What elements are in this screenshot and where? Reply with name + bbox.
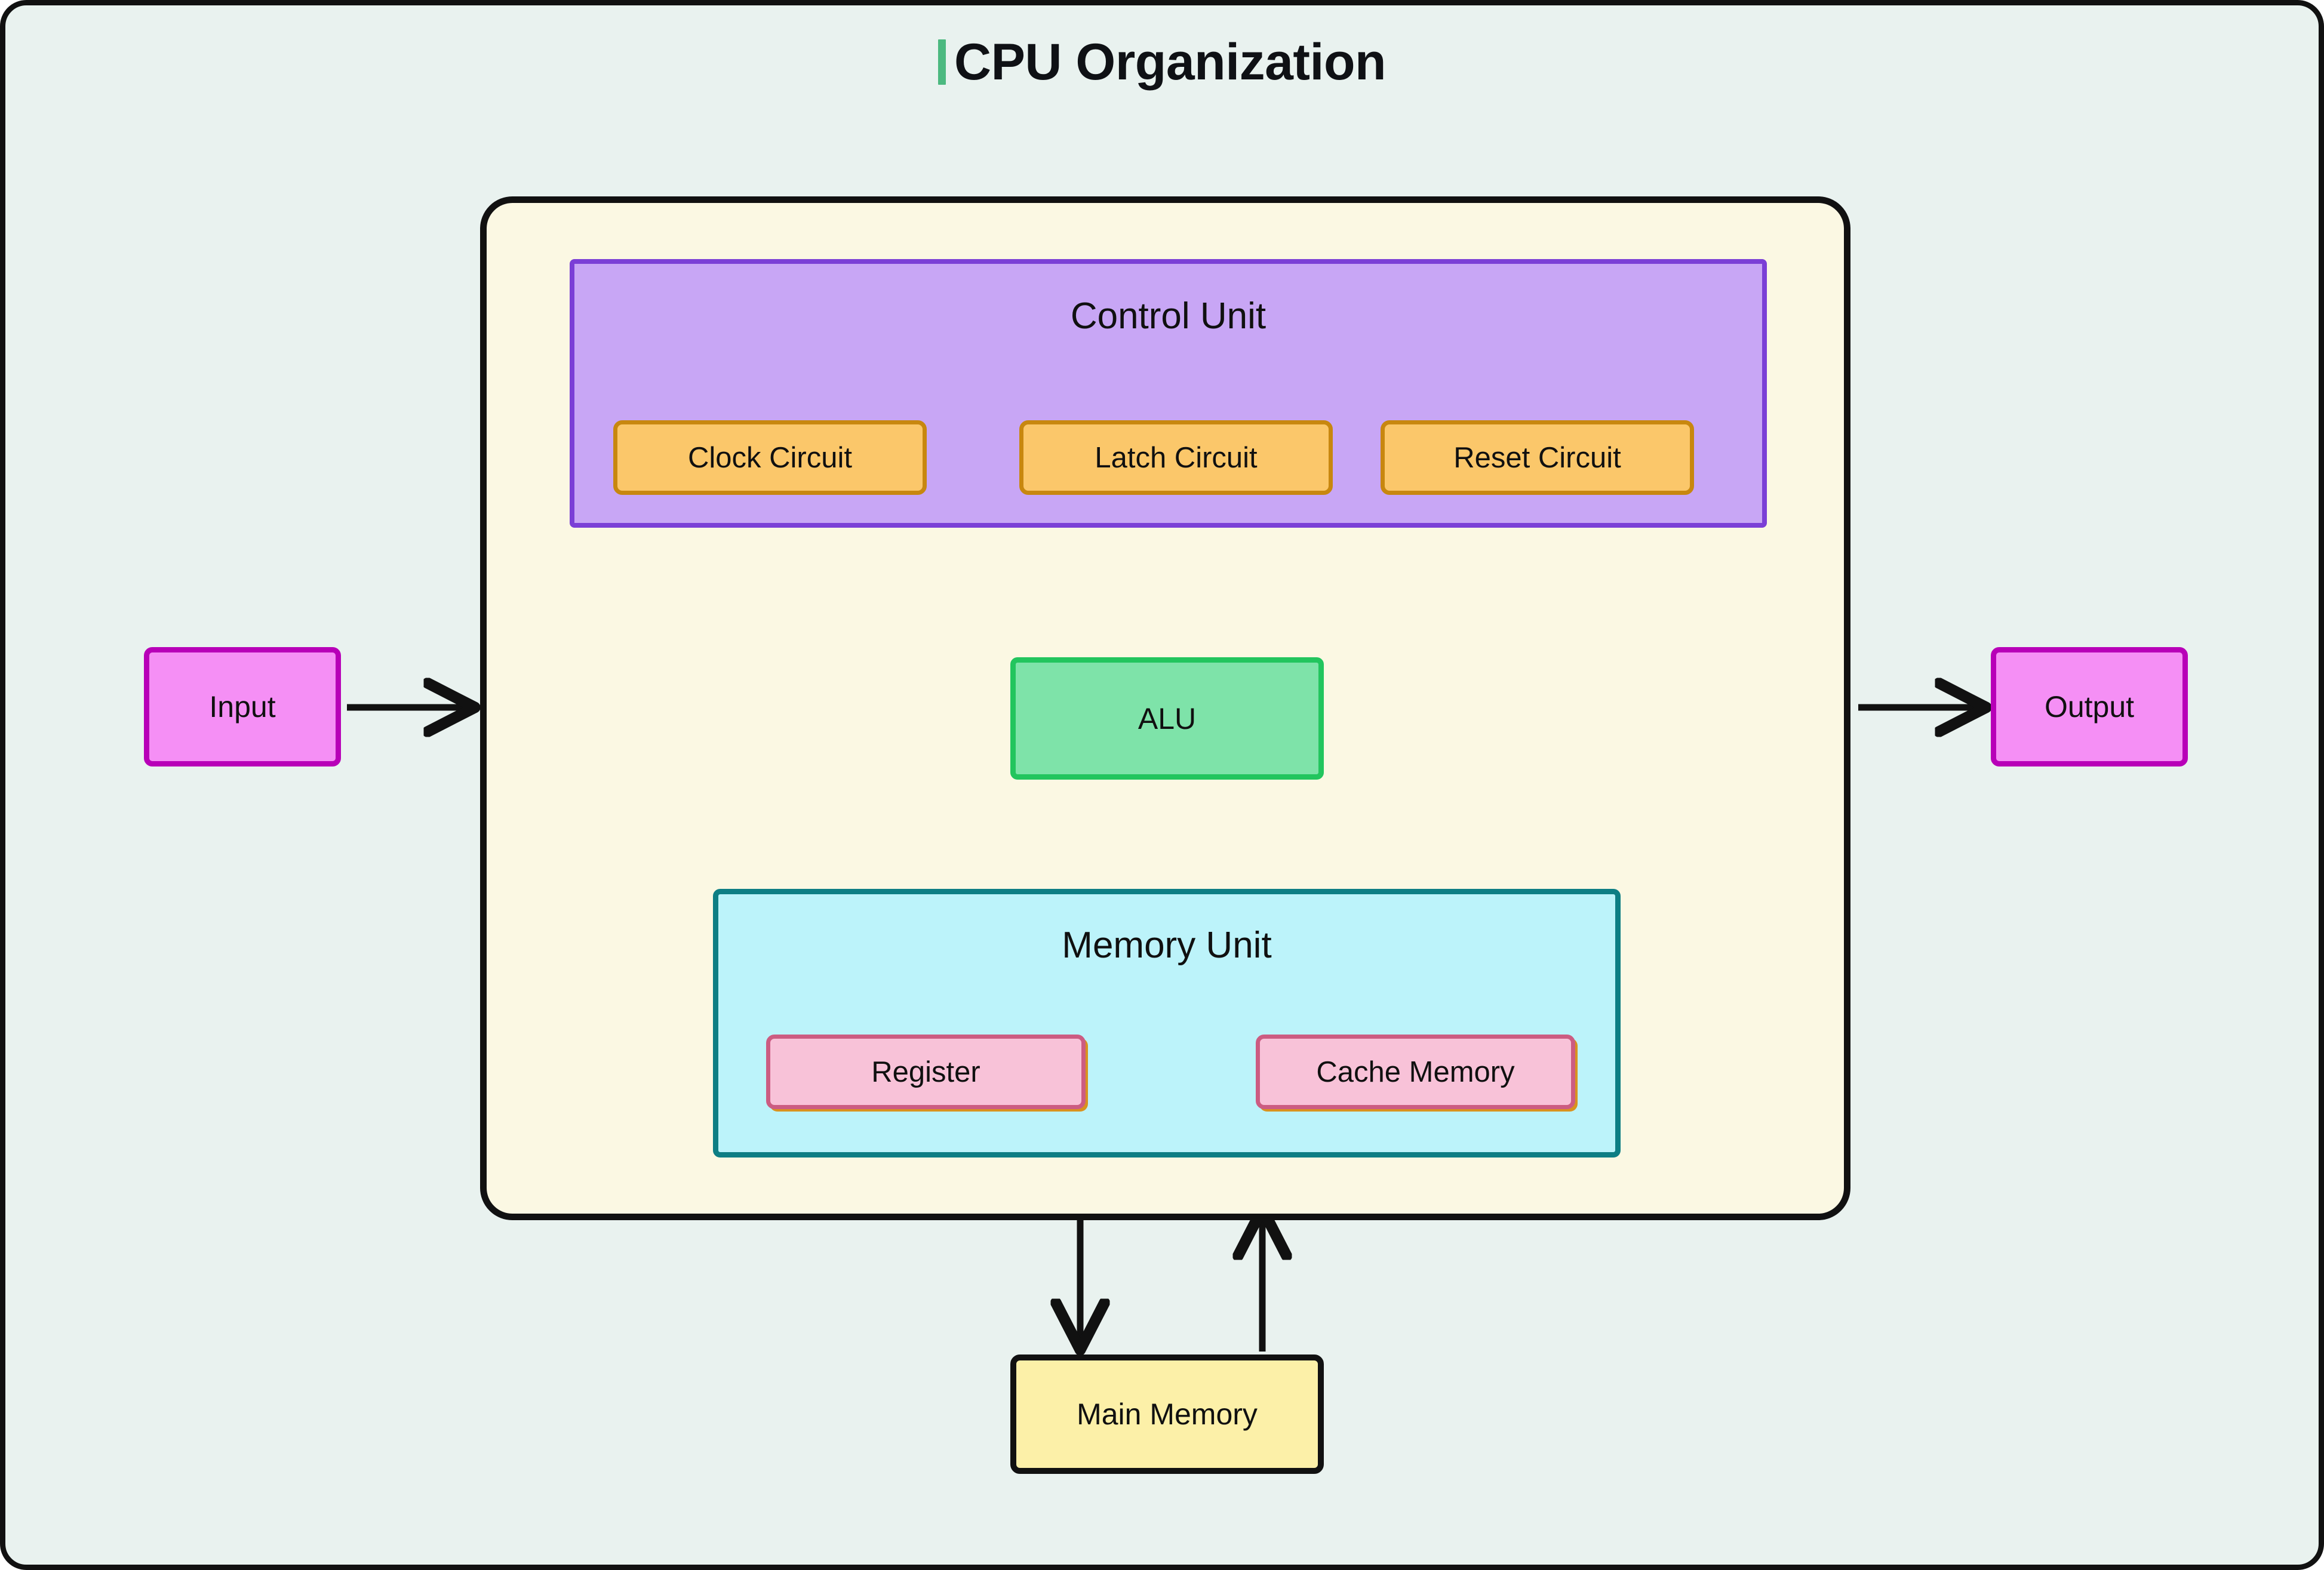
clock-circuit-block[interactable]: Clock Circuit: [613, 420, 927, 495]
latch-circuit-block[interactable]: Latch Circuit: [1019, 420, 1333, 495]
alu-block[interactable]: ALU: [1010, 657, 1324, 780]
control-unit-block[interactable]: Control Unit Clock Circuit Latch Circuit…: [570, 259, 1767, 528]
memory-unit-label: Memory Unit: [1062, 925, 1272, 966]
title-accent-bar: [937, 39, 946, 85]
page-title-text: CPU Organization: [954, 33, 1387, 91]
input-block[interactable]: Input: [144, 647, 341, 766]
control-unit-label: Control Unit: [1070, 295, 1266, 337]
page-title: CPU Organization: [5, 36, 2319, 88]
cache-memory-block[interactable]: Cache Memory: [1256, 1035, 1575, 1109]
main-memory-block[interactable]: Main Memory: [1010, 1354, 1324, 1474]
reset-circuit-block[interactable]: Reset Circuit: [1381, 420, 1694, 495]
output-block[interactable]: Output: [1991, 647, 2188, 766]
memory-unit-block[interactable]: Memory Unit Register Cache Memory: [713, 889, 1621, 1158]
register-block[interactable]: Register: [766, 1035, 1086, 1109]
